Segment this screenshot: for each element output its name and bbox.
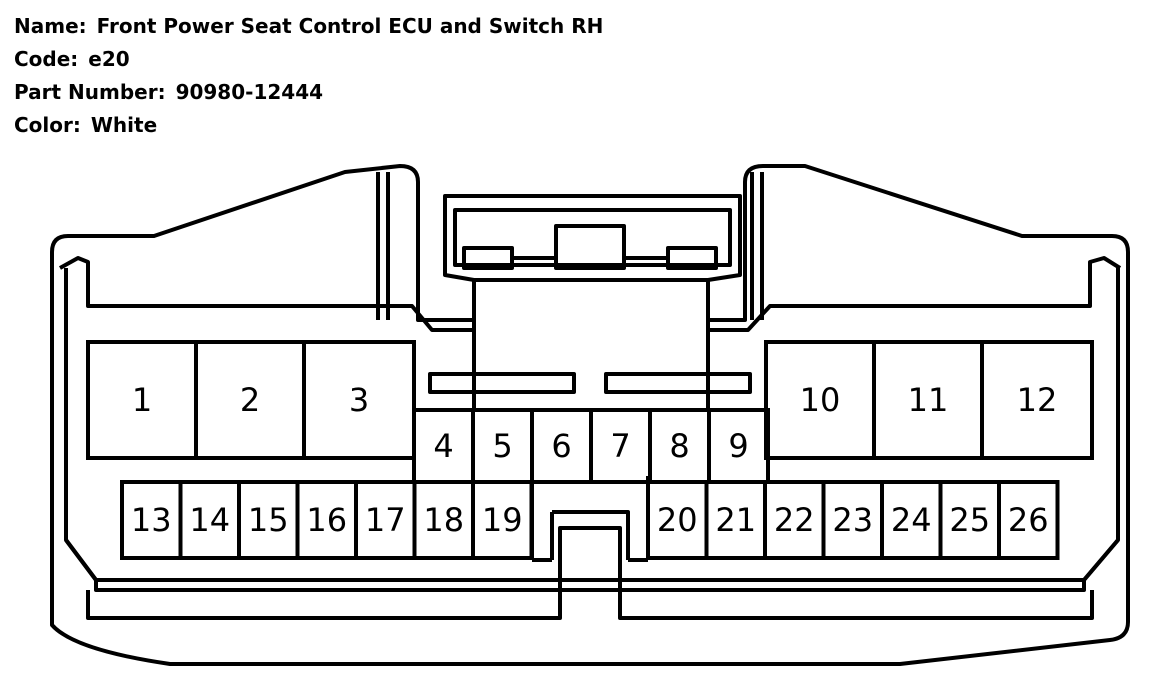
pin-label: 10 xyxy=(800,381,841,419)
pin-18: 18 xyxy=(412,480,475,560)
pin-24: 24 xyxy=(880,480,943,560)
pin-label: 14 xyxy=(189,501,230,539)
pin-label: 9 xyxy=(728,427,748,465)
connector-housing xyxy=(50,164,1130,666)
pin-label: 16 xyxy=(306,501,347,539)
pin-8: 8 xyxy=(648,408,711,484)
pin-26: 26 xyxy=(997,480,1060,560)
pin-21: 21 xyxy=(704,480,767,560)
pin-16: 16 xyxy=(295,480,358,560)
pin-1: 1 xyxy=(86,340,198,460)
pin-label: 23 xyxy=(832,501,873,539)
pin-cavity xyxy=(471,480,534,560)
key-slot-right xyxy=(604,372,752,394)
pin-22: 22 xyxy=(763,480,826,560)
pin-2: 2 xyxy=(194,340,306,460)
pin-20: 20 xyxy=(646,480,709,560)
part-number-value: 90980-12444 xyxy=(175,80,324,104)
color-value: White xyxy=(90,113,158,137)
pin-15: 15 xyxy=(237,480,300,560)
pin-14: 14 xyxy=(178,480,241,560)
pin-17: 17 xyxy=(354,480,417,560)
pin-label: 21 xyxy=(715,501,756,539)
pin-label: 17 xyxy=(365,501,406,539)
pin-label: 4 xyxy=(433,427,453,465)
pin-label: 3 xyxy=(349,381,369,419)
pin-12: 12 xyxy=(980,340,1094,460)
color-row: Color: White xyxy=(14,109,603,142)
key-slot-left xyxy=(428,372,576,394)
pin-label: 12 xyxy=(1017,381,1058,419)
pin-25: 25 xyxy=(938,480,1001,560)
pin-label: 1 xyxy=(132,381,152,419)
pin-label: 5 xyxy=(492,427,512,465)
connector-info: Name: Front Power Seat Control ECU and Sw… xyxy=(14,10,603,142)
code-value: e20 xyxy=(88,47,130,71)
pin-4: 4 xyxy=(412,408,475,484)
pin-label: 20 xyxy=(657,501,698,539)
pin-label: 26 xyxy=(1008,501,1049,539)
pin-19: 19 xyxy=(471,480,534,560)
pin-label: 25 xyxy=(949,501,990,539)
pin-label: 22 xyxy=(774,501,815,539)
pin-10: 10 xyxy=(764,340,876,460)
pin-label: 13 xyxy=(131,501,172,539)
name-value: Front Power Seat Control ECU and Switch … xyxy=(96,14,604,38)
pin-label: 6 xyxy=(551,427,571,465)
pin-label: 15 xyxy=(248,501,289,539)
pin-label: 24 xyxy=(891,501,932,539)
pin-label: 18 xyxy=(423,501,464,539)
pin-7: 7 xyxy=(589,408,652,484)
part-number-row: Part Number: 90980-12444 xyxy=(14,76,603,109)
pin-11: 11 xyxy=(872,340,984,460)
pin-label: 11 xyxy=(908,381,949,419)
pin-cavity xyxy=(302,340,416,460)
color-label: Color: xyxy=(14,113,81,137)
name-row: Name: Front Power Seat Control ECU and Sw… xyxy=(14,10,603,43)
code-label: Code: xyxy=(14,47,79,71)
pin-label: 2 xyxy=(240,381,260,419)
name-label: Name: xyxy=(14,14,87,38)
pin-cavity xyxy=(980,340,1094,460)
pin-5: 5 xyxy=(471,408,534,484)
pin-9: 9 xyxy=(707,408,770,484)
pin-3: 3 xyxy=(302,340,416,460)
pin-label: 7 xyxy=(610,427,630,465)
pin-6: 6 xyxy=(530,408,593,484)
part-number-label: Part Number: xyxy=(14,80,166,104)
pin-label: 19 xyxy=(482,501,523,539)
code-row: Code: e20 xyxy=(14,43,603,76)
pin-label: 8 xyxy=(669,427,689,465)
pin-cavity xyxy=(997,480,1060,560)
pin-13: 13 xyxy=(120,480,183,560)
pin-23: 23 xyxy=(821,480,884,560)
